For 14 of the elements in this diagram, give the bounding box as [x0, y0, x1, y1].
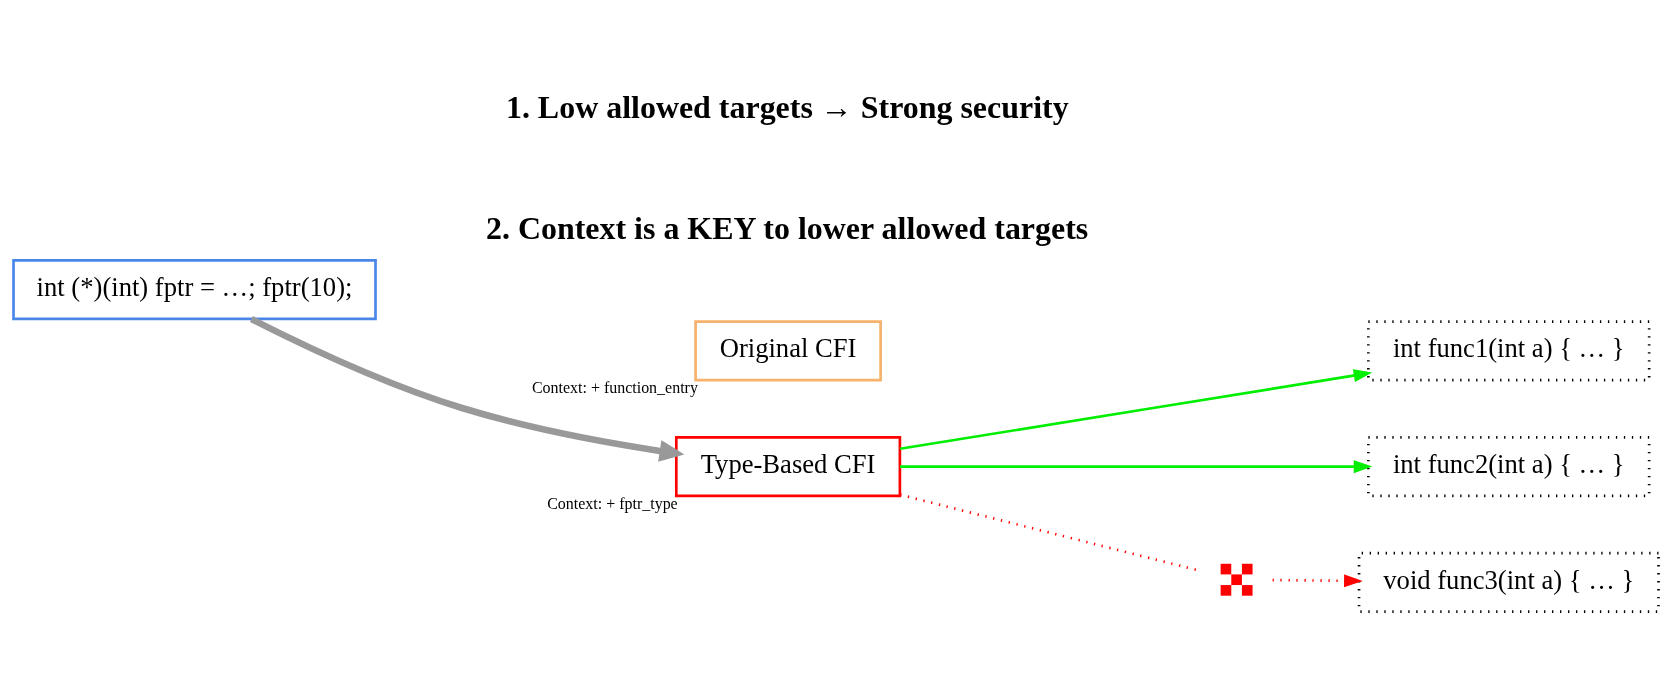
node-box: Original CFI: [694, 319, 882, 381]
node-box: int func2(int a) { … }: [1367, 435, 1651, 497]
node-label: Context: + function_entry: [531, 378, 698, 396]
node-label: Context: + fptr_type: [547, 494, 678, 512]
node-box: Type-Based CFI: [674, 435, 902, 497]
arrow: [249, 315, 685, 462]
label: 1. Low allowed targets → Strong security: [505, 89, 1069, 125]
label: 2. Context is a KEY to lower allowed targets: [485, 210, 1089, 246]
arrow: [899, 368, 1373, 450]
node-box: int func1(int a) { … }: [1367, 319, 1651, 381]
node-box: int (*)(int) fptr = …; fptr(10);: [12, 258, 377, 320]
arrow: [1272, 573, 1363, 587]
node-box: void func3(int a) { … }: [1357, 551, 1660, 613]
arrow: [900, 459, 1373, 473]
